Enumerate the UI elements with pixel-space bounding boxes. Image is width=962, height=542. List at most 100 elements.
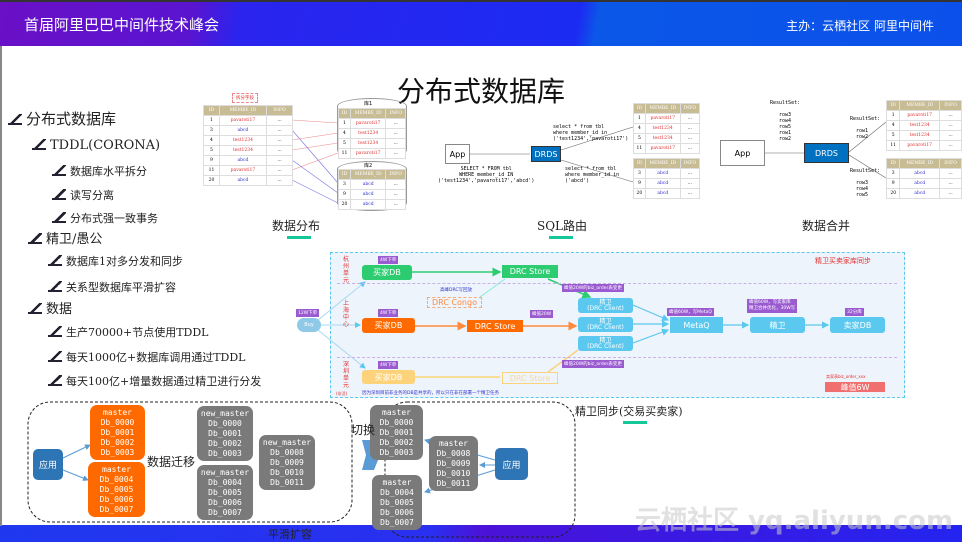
order-tag: 4W下单 bbox=[378, 309, 399, 317]
table-cell: abcd bbox=[899, 188, 941, 199]
drc-client-node: 精卫(DRC Client) bbox=[578, 298, 633, 313]
client-sub: (DRC Client) bbox=[587, 304, 624, 312]
column-header: ID bbox=[203, 105, 220, 116]
column-header: ID bbox=[338, 169, 351, 180]
trend-chart-icon bbox=[48, 351, 62, 362]
jingwei-tag: 峰值60W，写卖家库 精卫合并优化，30W写 bbox=[747, 299, 798, 313]
table-cell: 4 bbox=[885, 120, 901, 131]
table-cell: abcd bbox=[899, 178, 941, 189]
outline-item: 每天1000亿+数据库调用通过TDDL bbox=[48, 349, 246, 365]
db1-label: 库1 bbox=[364, 101, 373, 107]
caption-underline bbox=[549, 236, 573, 239]
table-cell: 3 bbox=[885, 168, 901, 179]
outline-item-text: 读写分离 bbox=[70, 189, 114, 202]
peak20-change-tag: 峰值20W的biz_order表变更 bbox=[562, 360, 624, 368]
clipboard-icon bbox=[8, 114, 22, 125]
peak20-change-tag: 峰值20W的biz_order表变更 bbox=[562, 284, 624, 292]
table-cell: ... bbox=[385, 189, 406, 200]
jingwei-node: 精卫 bbox=[750, 317, 805, 333]
column-header: ID bbox=[633, 103, 646, 114]
seller-table-label: 卖家表biz_order_xxx bbox=[826, 374, 866, 379]
table-cell: abcd bbox=[349, 189, 387, 200]
divider bbox=[337, 283, 897, 284]
column-header: INFO bbox=[385, 108, 406, 119]
seller-tag: 32分库 bbox=[845, 308, 864, 316]
outline-item-text: 分布式数据库 bbox=[26, 110, 117, 128]
outline-item: TDDL(CORONA) bbox=[32, 138, 160, 153]
switch-label: 切换 bbox=[351, 423, 376, 437]
header-banner: 首届阿里巴巴中间件技术峰会 主办：云栖社区 阿里中间件 bbox=[0, 0, 962, 46]
table-cell: pavaroti17 bbox=[644, 143, 681, 154]
outline-item: 数据库水平拆分 bbox=[52, 163, 147, 179]
outline-item-text: 分布式强一致事务 bbox=[70, 212, 158, 225]
outline-item: 生产70000+节点使用TDDL bbox=[48, 324, 209, 340]
table-cell: ... bbox=[265, 175, 294, 186]
conference-title: 首届阿里巴巴中间件技术峰会 bbox=[24, 16, 220, 34]
table-cell: ... bbox=[265, 125, 294, 136]
app-box: App bbox=[720, 140, 765, 166]
outline-item: 关系型数据库平滑扩容 bbox=[48, 279, 176, 295]
table-cell: pavaroti17 bbox=[218, 165, 267, 176]
divider bbox=[337, 357, 897, 358]
split-field-label: 拆分字段 bbox=[232, 93, 258, 103]
table-cell: ... bbox=[939, 188, 962, 199]
table-cell: test1234 bbox=[218, 145, 267, 156]
table-cell: ... bbox=[265, 115, 294, 126]
buy-tag: 12W下单 bbox=[296, 309, 320, 317]
organizer-label: 主办：云栖社区 阿里中间件 bbox=[786, 19, 934, 33]
column-header: INFO bbox=[679, 158, 701, 169]
table-cell: ... bbox=[265, 145, 294, 156]
node-role: new_master bbox=[200, 409, 250, 418]
left-border bbox=[0, 46, 2, 526]
column-header: ID bbox=[885, 158, 901, 169]
table-cell: abcd bbox=[644, 178, 681, 189]
buy-node: Buy bbox=[297, 318, 321, 332]
table-cell: 1 bbox=[885, 110, 901, 121]
table-cell: pavaroti17 bbox=[349, 118, 387, 129]
table-cell: ... bbox=[265, 165, 294, 176]
outline-item-text: 每天100亿+增量数据通过精卫进行分发 bbox=[66, 375, 262, 388]
trend-chart-icon bbox=[52, 189, 66, 200]
outline-item-text: 精卫/愚公 bbox=[46, 232, 103, 247]
table-cell: 11 bbox=[633, 143, 646, 154]
trend-chart-icon bbox=[32, 139, 46, 150]
table-cell: test1234 bbox=[218, 135, 267, 146]
table-cell: pavaroti17 bbox=[349, 148, 387, 159]
table-cell: ... bbox=[679, 168, 701, 179]
app-box: App bbox=[445, 144, 470, 164]
app-node: 应用 bbox=[495, 448, 528, 480]
column-header: ID bbox=[633, 158, 646, 169]
node-dbs: Db_0008 Db_0009 Db_0010 Db_0011 bbox=[270, 448, 304, 487]
table-cell: 20 bbox=[633, 188, 646, 199]
sql-query: SELECT * FROM tbl WHERE member_id IN ('t… bbox=[438, 166, 535, 184]
order-tag: 4W下单 bbox=[378, 361, 399, 369]
node-role: master bbox=[382, 408, 411, 417]
table-cell: 20 bbox=[203, 175, 220, 186]
outline-item: 分布式强一致事务 bbox=[52, 210, 158, 226]
table-cell: 9 bbox=[885, 178, 901, 189]
table-cell: 1 bbox=[203, 115, 220, 126]
drds-box: DRDS bbox=[531, 146, 561, 162]
table-cell: abcd bbox=[644, 188, 681, 199]
node-role: master bbox=[103, 408, 132, 417]
table-cell: pavaroti17 bbox=[899, 110, 941, 121]
drc-store-hangzhou: DRC Store bbox=[502, 265, 558, 278]
unit-shenzhen: 深圳单元 bbox=[343, 361, 350, 389]
